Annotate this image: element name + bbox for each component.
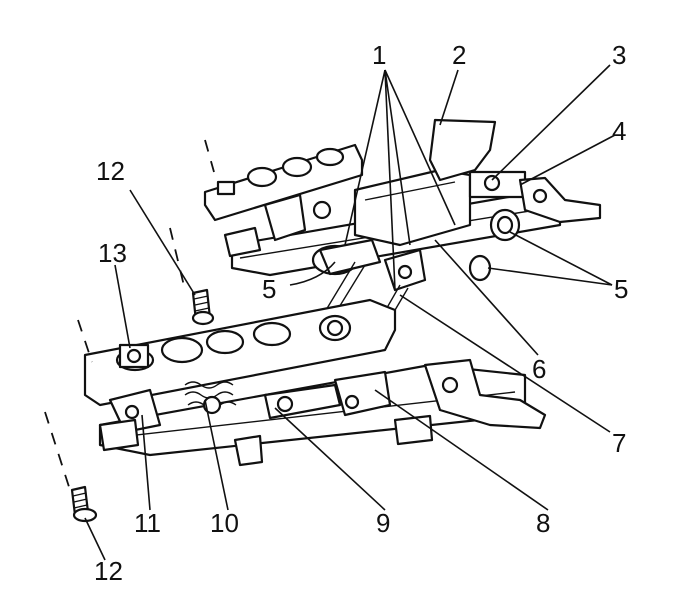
callout-12-lower: 12 [94, 556, 123, 586]
callout-4: 4 [612, 116, 626, 146]
callout-12-upper: 12 [96, 156, 125, 186]
callout-3: 3 [612, 40, 626, 70]
spring [184, 381, 237, 415]
callout-6: 6 [532, 354, 546, 384]
callout-13: 13 [98, 238, 127, 268]
callout-1: 1 [372, 40, 386, 70]
callout-7: 7 [612, 428, 626, 458]
callout-2: 2 [452, 40, 466, 70]
lower-adjuster-assembly [83, 298, 547, 467]
callout-8: 8 [536, 508, 550, 538]
callout-5-right: 5 [614, 274, 628, 304]
leader-lines [84, 64, 616, 561]
bolt-lower [70, 485, 98, 523]
callout-labels: 1 2 3 4 5 5 6 7 8 9 10 11 12 12 13 [94, 40, 628, 586]
callout-5-left: 5 [262, 274, 276, 304]
upper-adjuster-assembly [203, 118, 602, 323]
callout-10: 10 [210, 508, 239, 538]
callout-11: 11 [134, 508, 161, 538]
callout-9: 9 [376, 508, 390, 538]
bolt-upper [191, 288, 215, 326]
